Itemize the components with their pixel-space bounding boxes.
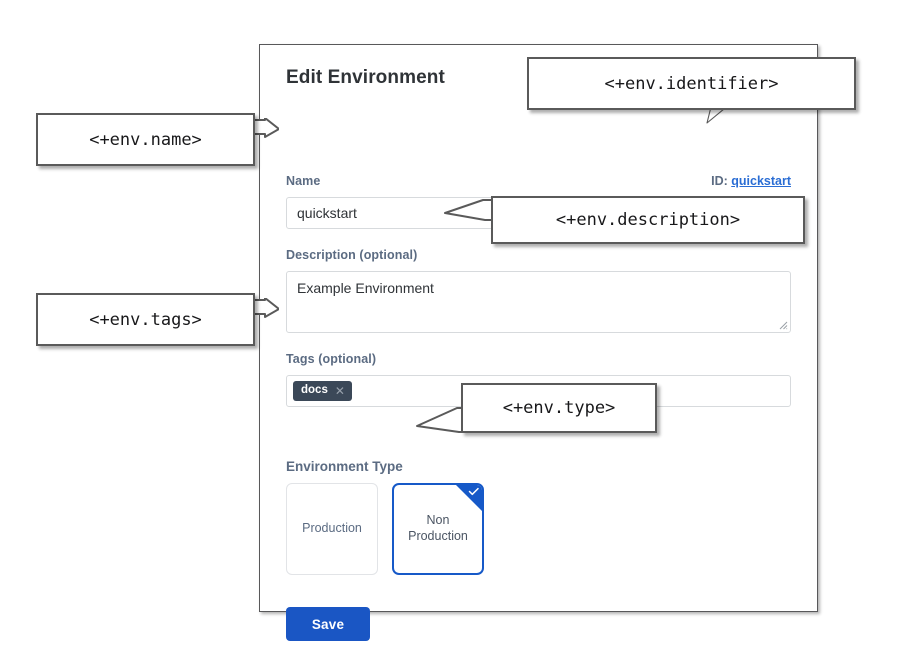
environment-type-card-production-label: Production <box>302 521 362 536</box>
environment-id: ID: quickstart <box>711 174 791 188</box>
environment-type-card-non-production[interactable]: Non Production <box>392 483 484 575</box>
description-label: Description (optional) <box>286 248 418 262</box>
environment-type-card-production[interactable]: Production <box>286 483 378 575</box>
non-production-line-1: Non <box>426 513 450 528</box>
callout-env-type: <+env.type> <box>461 383 657 433</box>
environment-type-label: Environment Type <box>286 459 403 474</box>
page-title: Edit Environment <box>286 67 445 88</box>
tag-chip-label: docs <box>301 384 328 397</box>
name-label-row: Name ID: quickstart <box>286 174 791 188</box>
callout-env-identifier: <+env.identifier> <box>527 57 856 110</box>
callout-env-tags: <+env.tags> <box>36 293 255 346</box>
save-button[interactable]: Save <box>286 607 370 641</box>
callout-env-identifier-text: <+env.identifier> <box>604 73 779 94</box>
callout-env-tags-text: <+env.tags> <box>89 309 202 330</box>
callout-env-name-text: <+env.name> <box>89 129 202 150</box>
description-textarea[interactable]: Example Environment <box>286 271 791 333</box>
check-icon <box>468 487 479 496</box>
tags-label: Tags (optional) <box>286 352 377 366</box>
description-value: Example Environment <box>297 280 434 296</box>
resize-grip-icon[interactable] <box>777 319 788 330</box>
description-label-row: Description (optional) <box>286 248 791 262</box>
callout-env-type-text: <+env.type> <box>502 398 616 418</box>
id-prefix-label: ID: <box>711 174 728 188</box>
environment-type-options: Production Non Production <box>286 483 484 575</box>
environment-type-card-non-production-label: Non Production <box>408 513 468 544</box>
callout-env-name: <+env.name> <box>36 113 255 166</box>
tag-remove-close-icon[interactable]: ✕ <box>334 384 345 398</box>
tags-label-row: Tags (optional) <box>286 352 791 366</box>
callout-env-description-text: <+env.description> <box>555 210 741 230</box>
callout-env-description: <+env.description> <box>491 196 805 244</box>
non-production-line-2: Production <box>408 529 468 543</box>
id-value-link[interactable]: quickstart <box>731 174 791 188</box>
name-label: Name <box>286 174 321 188</box>
tag-chip-docs[interactable]: docs ✕ <box>293 381 352 401</box>
